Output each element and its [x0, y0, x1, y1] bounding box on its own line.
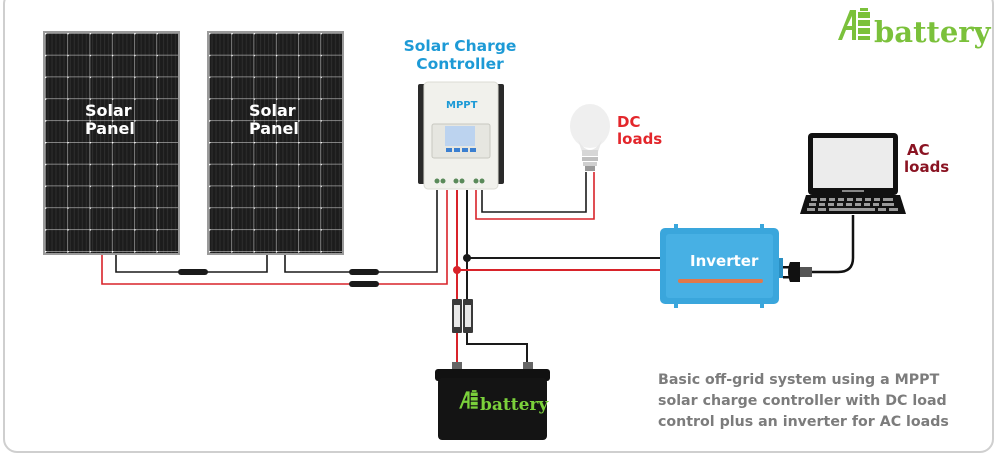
solar-panel-1	[43, 31, 180, 255]
battery-brand-icon	[459, 390, 478, 409]
charge-controller-title-line2: Controller	[416, 54, 504, 73]
dc-loads-label: DC loads	[617, 113, 663, 149]
solar-panel-2	[207, 31, 344, 255]
diagram-caption: Basic off-grid system using a MPPT solar…	[658, 370, 949, 433]
battery-logo: battery	[458, 390, 548, 415]
dc-loads-label-line1: DC	[617, 113, 641, 131]
ac-loads-label: AC loads	[904, 141, 950, 177]
negative-junction	[463, 254, 471, 262]
charge-controller-title-line1: Solar Charge	[403, 37, 517, 55]
ac-loads-label-line2: loads	[904, 158, 950, 177]
fuse-holders	[452, 299, 473, 333]
battery-logo-text: battery	[480, 395, 549, 415]
caption-line1: Basic off-grid system using a MPPT	[658, 372, 940, 388]
mppt-badge: MPPT	[446, 100, 478, 111]
solar-panel-1-label: Solar Panel	[85, 101, 135, 139]
dc-loads-label-line2: loads	[617, 130, 663, 149]
charge-controller-title: Solar Charge Controller	[390, 37, 530, 74]
diagram-frame	[3, 0, 994, 453]
solar-panel-2-label: Solar Panel	[249, 101, 299, 139]
a-battery-bolt-icon	[838, 8, 870, 40]
charge-controller	[418, 81, 504, 190]
laptop-icon	[800, 133, 906, 214]
positive-junction	[453, 266, 461, 274]
dc-load-wiring	[475, 172, 595, 220]
inverter-label: Inverter	[690, 252, 759, 270]
solar-panel-1-label-line2: Panel	[85, 119, 135, 139]
solar-panel-2-label-line1: Solar	[249, 101, 296, 120]
caption-line3: control plus an inverter for AC loads	[658, 414, 949, 430]
power-plug-icon	[783, 215, 855, 282]
caption-line2: solar charge controller with DC load	[658, 393, 947, 409]
brand-logo: battery	[836, 8, 990, 49]
mc4-connector	[178, 269, 379, 287]
light-bulb-icon	[570, 104, 610, 171]
solar-panel-1-label-line1: Solar	[85, 101, 132, 120]
solar-panel-2-label-line2: Panel	[249, 119, 299, 139]
inverter	[660, 224, 783, 308]
ac-loads-label-line1: AC	[907, 141, 930, 159]
brand-logo-text: battery	[874, 15, 991, 49]
